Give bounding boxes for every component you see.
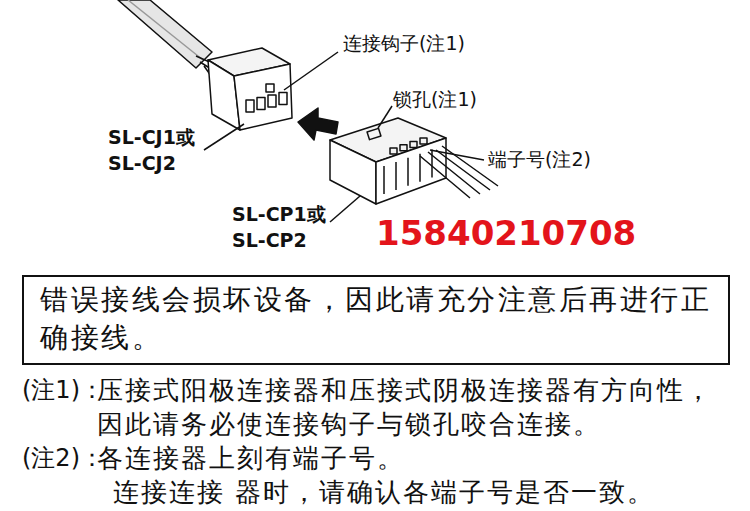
plug-slot	[268, 95, 276, 107]
plug-slot	[257, 98, 265, 110]
plug-slot	[246, 100, 254, 112]
note-text: 各连接器上刻有端子号。	[97, 441, 405, 475]
insert-arrow	[298, 108, 338, 140]
terminal-number-mark	[390, 148, 397, 154]
watermark: 15840210708	[376, 212, 636, 255]
note-text: 压接式阳极连接器和压接式阴极连接器有方向性， 因此请务必使连接钩子与锁孔咬合连接…	[97, 373, 737, 441]
plug-face	[234, 64, 292, 130]
cable	[118, 0, 212, 68]
socket-front	[330, 140, 376, 204]
socket-rib	[419, 154, 421, 182]
lock-hole	[367, 128, 381, 139]
leader-line	[204, 124, 244, 150]
plug-side	[208, 60, 240, 130]
socket-rib	[431, 150, 433, 178]
plug-slot	[279, 93, 287, 105]
leader-line	[284, 52, 338, 90]
warning-box: 错误接线会损坏设备，因此请充分注意后再进行正确接线。	[22, 275, 730, 365]
leader-line	[430, 150, 484, 160]
terminal-number-mark	[420, 138, 427, 144]
socket-rib	[395, 162, 397, 190]
terminal-number-mark	[400, 145, 407, 151]
socket-ribs	[384, 150, 432, 194]
socket-rib	[407, 158, 409, 186]
note-text: 连接连接 器时，请确认各端子号是否一致。	[113, 475, 655, 509]
socket-side	[376, 138, 446, 204]
warning-text: 错误接线会损坏设备，因此请充分注意后再进行正确接线。	[40, 281, 720, 357]
terminal-number-mark	[410, 141, 417, 147]
note-number: (注2)：	[22, 441, 104, 475]
note-number: (注1)：	[22, 373, 104, 407]
callout-label: 连接钩子(注1)	[343, 32, 465, 56]
leader-line	[330, 196, 360, 222]
part-name: SL-CP1或 SL-CP2	[232, 201, 332, 253]
leader-line	[378, 106, 392, 128]
terminal-numbers	[390, 138, 427, 154]
socket-rib	[383, 166, 385, 194]
connection-hook	[266, 84, 274, 92]
part-name: SL-CJ1或 SL-CJ2	[108, 124, 208, 176]
callout-label: 端子号(注2)	[488, 148, 591, 172]
socket-wires	[420, 146, 498, 198]
cable-shade	[128, 0, 203, 60]
callout-label: 锁孔(注1)	[393, 88, 477, 112]
plug-slots	[246, 93, 287, 113]
